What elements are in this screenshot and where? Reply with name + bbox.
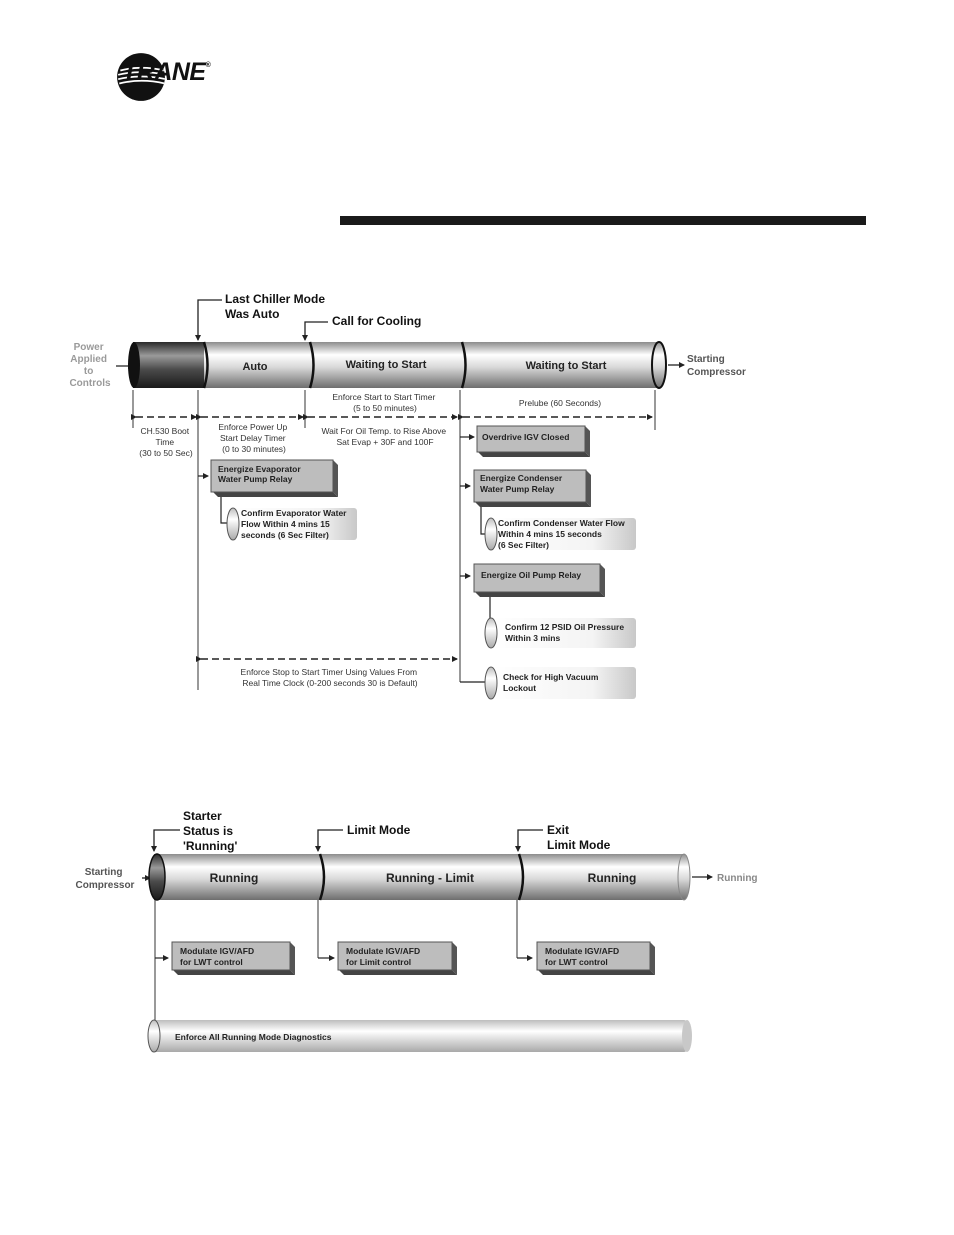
event-starter-running: Starter Status is 'Running': [183, 809, 238, 853]
segment-running-limit: Running - Limit: [386, 871, 474, 885]
brand-wordmark: TRANE®: [122, 58, 211, 86]
svg-text:Enforce All Running Mode Diagn: Enforce All Running Mode Diagnostics: [175, 1032, 332, 1042]
event-last-chiller-mode: Last Chiller Mode Was Auto: [225, 292, 328, 321]
modulate-lwt-box-2: Modulate IGV/AFD for LWT control: [536, 941, 655, 975]
title-rule: [340, 216, 866, 225]
startup-sequence-diagram: Power Applied to Controls Auto Waiting t…: [69, 292, 746, 700]
start-to-start-timer-label: Enforce Start to Start Timer (5 to 50 mi…: [332, 392, 437, 413]
energize-evap-pump-box: Energize Evaporator Water Pump Relay: [210, 459, 338, 497]
svg-text:Modulate IGV/AFD for L: Modulate IGV/AFD for Limit control: [346, 946, 423, 967]
running-diagnostics-pill: Enforce All Running Mode Diagnostics: [147, 1019, 692, 1053]
svg-text:Modulate IGV/AFD for L: Modulate IGV/AFD for LWT control: [180, 946, 257, 967]
trane-logo-icon: [117, 53, 165, 101]
event-call-for-cooling: Call for Cooling: [332, 314, 421, 328]
svg-text:Overdrive IGV Closed: Overdrive IGV Closed: [482, 432, 569, 442]
starting-compressor-label: Starting Compressor: [687, 354, 746, 378]
segment-waiting-2: Waiting to Start: [526, 360, 607, 372]
svg-text:Energize Condenser Wat: Energize Condenser Water Pump Relay: [480, 473, 565, 494]
stop-to-start-timer-label: Enforce Stop to Start Timer Using Values…: [241, 667, 420, 688]
confirm-oil-pressure-pill: Confirm 12 PSID Oil Pressure Within 3 mi…: [484, 617, 636, 649]
svg-text:Confirm Evaporator Water: Confirm Evaporator Water Flow Within 4 m…: [241, 508, 349, 540]
modulate-lwt-box-1: Modulate IGV/AFD for LWT control: [171, 941, 295, 975]
svg-text:Modulate IGV/AFD for L: Modulate IGV/AFD for LWT control: [545, 946, 622, 967]
prelube-label: Prelube (60 Seconds): [519, 398, 601, 408]
power-applied-label: Power Applied to Controls: [69, 342, 111, 389]
running-output-label: Running: [717, 873, 758, 884]
confirm-evap-flow-pill: Confirm Evaporator Water Flow Within 4 m…: [226, 507, 357, 541]
segment-auto: Auto: [242, 361, 267, 373]
check-high-vacuum-pill: Check for High Vacuum Lockout: [484, 666, 636, 700]
energize-cond-pump-box: Energize Condenser Water Pump Relay: [473, 469, 591, 507]
svg-text:Confirm 12 PSID Oil Pressure: Confirm 12 PSID Oil Pressure Within 3 mi…: [505, 622, 626, 643]
event-exit-limit-mode: Exit Limit Mode: [547, 823, 611, 852]
segment-running-1: Running: [210, 871, 259, 885]
power-up-delay-label: Enforce Power Up Start Delay Timer (0 to…: [218, 422, 289, 454]
svg-text:Check for High Vacuum: Check for High Vacuum Lockout: [503, 672, 601, 693]
svg-text:Energize Evaporator Wa: Energize Evaporator Water Pump Relay: [218, 464, 303, 484]
segment-running-2: Running: [588, 871, 637, 885]
timeline-tube: [133, 342, 659, 388]
energize-oil-pump-box: Energize Oil Pump Relay: [473, 563, 605, 597]
svg-text:Energize Oil Pump Relay: Energize Oil Pump Relay: [481, 570, 581, 580]
running-tube: [154, 854, 684, 900]
overdrive-igv-box: Overdrive IGV Closed: [476, 425, 590, 457]
modulate-limit-box: Modulate IGV/AFD for Limit control: [337, 941, 457, 975]
event-limit-mode: Limit Mode: [347, 823, 411, 837]
svg-text:Confirm Condenser Water Flow: Confirm Condenser Water Flow Within 4 mi…: [498, 518, 627, 550]
running-sequence-diagram: Starter Status is 'Running' Limit Mode E…: [76, 809, 758, 1053]
boot-segment: [133, 342, 204, 388]
confirm-cond-flow-pill: Confirm Condenser Water Flow Within 4 mi…: [484, 517, 636, 551]
starting-compressor-label-2: Starting Compressor: [76, 867, 135, 891]
boot-time-label: CH.530 Boot Time (30 to 50 Sec): [139, 426, 193, 458]
segment-waiting-1: Waiting to Start: [346, 359, 427, 371]
oil-temp-wait-label: Wait For Oil Temp. to Rise Above Sat Eva…: [321, 426, 448, 447]
